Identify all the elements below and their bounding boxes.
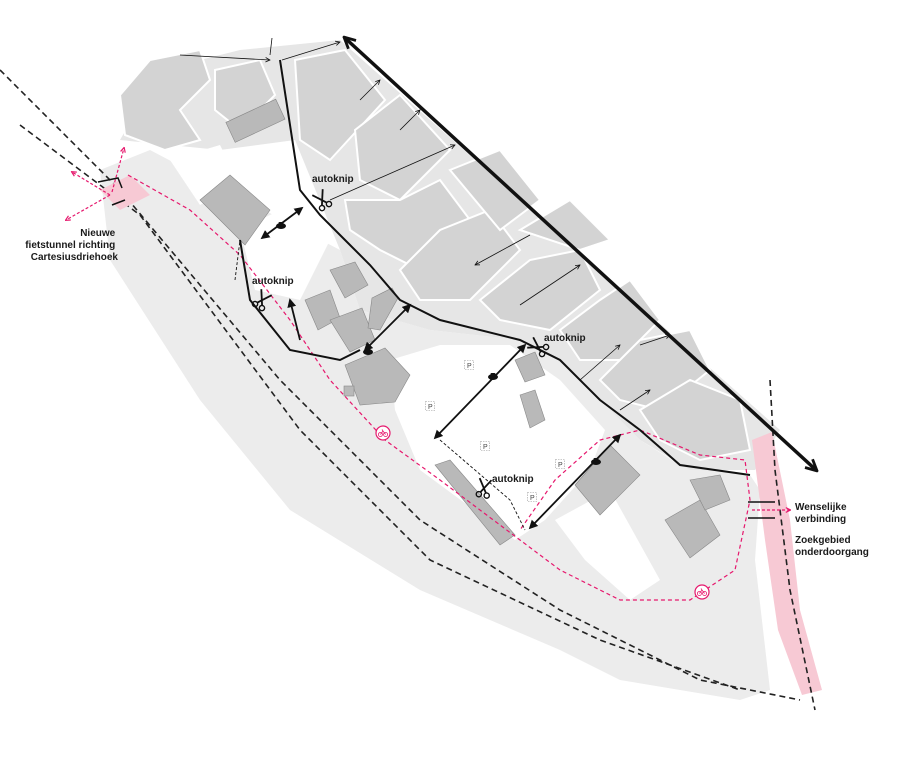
svg-text:P: P — [428, 404, 433, 411]
tunnel-markers — [97, 177, 126, 206]
underpass-markers — [748, 501, 775, 519]
parking-spots: P P P P P — [425, 360, 565, 502]
tunnel-direction-arrows — [66, 148, 124, 220]
service-road — [234, 239, 526, 531]
tunnel-zone-west — [100, 175, 150, 210]
tunnel-label: Nieuwe fietstunnel richting Cartesiusdri… — [25, 228, 118, 263]
wenselijke-label: Wenselijke verbinding — [795, 502, 849, 525]
svg-text:P: P — [530, 495, 535, 502]
street-direction-arrows — [179, 37, 670, 411]
bicycle-icon — [375, 425, 391, 441]
svg-text:P: P — [483, 444, 488, 451]
main-road-arrow — [345, 38, 816, 470]
zoekgebied-label: Zoekgebied onderdoorgang — [795, 535, 869, 558]
autoknip-label: autoknip — [252, 276, 294, 287]
autoknip-label: autoknip — [312, 174, 354, 185]
autoknip-label: autoknip — [544, 333, 586, 344]
svg-text:P: P — [467, 363, 472, 370]
bicycle-icon — [694, 584, 710, 600]
svg-text:P: P — [558, 462, 563, 469]
autoknip-label: autoknip — [492, 474, 534, 485]
bicycle-route — [127, 174, 751, 601]
